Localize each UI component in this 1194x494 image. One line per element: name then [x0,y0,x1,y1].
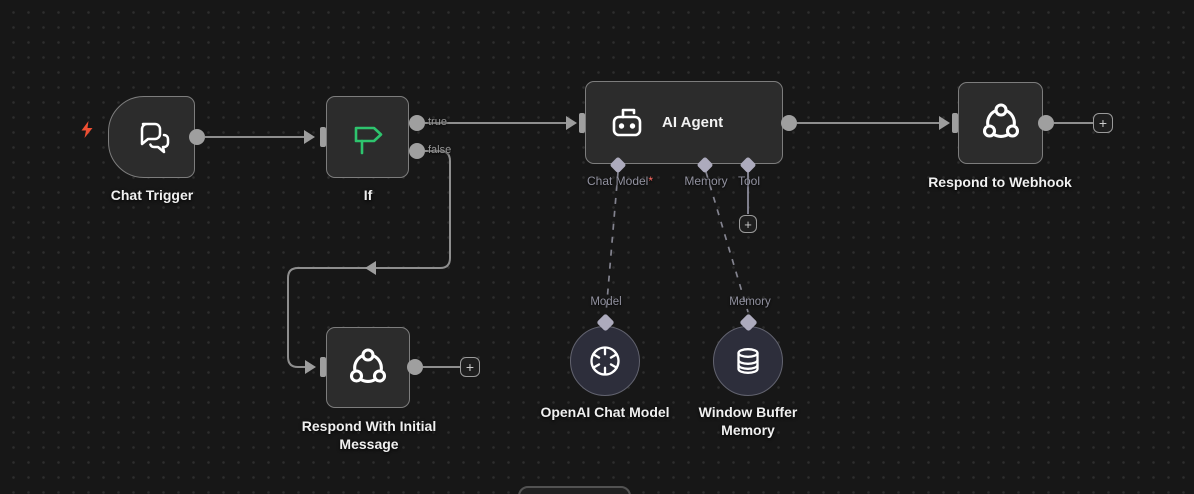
arrowhead-icon [304,130,315,144]
arrowhead-icon [566,116,577,130]
add-tool-button[interactable]: + [739,215,757,233]
chat-panel-button[interactable] [518,486,631,494]
output-port-if-true[interactable] [409,115,425,131]
node-openai-chat-model[interactable] [570,326,640,396]
node-window-buffer-memory[interactable] [713,326,783,396]
signpost-icon [354,126,382,155]
arrowhead-icon [365,261,376,275]
required-asterisk: * [648,174,654,188]
plus-icon: + [744,216,752,232]
node-label-openai-chat-model: OpenAI Chat Model [540,404,670,420]
node-label-window-buffer-line1: Window Buffer [698,404,798,420]
node-title-ai-agent: AI Agent [662,114,724,131]
node-label-chat-trigger: Chat Trigger [110,187,194,203]
input-port-if[interactable] [320,127,326,147]
input-port-respond-initial[interactable] [320,357,326,377]
add-node-button-respond-webhook[interactable]: + [1093,113,1113,133]
webhook-icon [982,103,1019,138]
arrowhead-icon [939,116,950,130]
node-label-respond-to-webhook: Respond to Webhook [928,174,1072,190]
add-node-button-respond-initial[interactable]: + [460,357,480,377]
node-label-respond-initial-line2: Message [339,436,399,452]
output-port-chat-trigger[interactable] [189,129,205,145]
output-port-respond-webhook[interactable] [1038,115,1054,131]
port-label-memory: Memory [684,174,728,188]
port-label-memory-subnode: Memory [729,296,771,308]
output-port-ai-agent[interactable] [781,115,797,131]
connection-memory-aiagent[interactable] [705,171,749,313]
node-chat-trigger[interactable] [108,96,195,178]
input-port-respond-webhook[interactable] [952,113,958,133]
port-label-model: Model [590,296,622,308]
node-respond-to-webhook[interactable] [958,82,1043,164]
node-label-if: If [363,187,373,203]
lightning-icon [81,121,93,138]
robot-icon [612,108,642,136]
plus-icon: + [1098,115,1108,131]
output-port-if-false[interactable] [409,143,425,159]
output-label-true: true [428,116,447,128]
output-port-respond-initial[interactable] [407,359,423,375]
node-ai-agent[interactable]: AI Agent [585,81,783,164]
output-label-false: false [428,144,452,156]
port-label-tool: Tool [737,174,761,188]
arrowhead-icon [305,360,316,374]
plus-icon: + [465,359,475,375]
connection-openai-aiagent[interactable] [605,171,619,314]
node-label-respond-initial-line1: Respond With Initial [301,418,437,434]
database-icon [737,348,759,374]
node-label-window-buffer-line2: Memory [721,422,775,438]
openai-icon [590,346,620,376]
input-port-ai-agent[interactable] [579,113,585,133]
node-if[interactable] [326,96,409,178]
port-label-chat-model: Chat Model* [587,174,653,188]
node-respond-with-initial-message[interactable] [326,327,410,408]
chat-bubbles-icon [140,122,169,154]
webhook-icon [349,347,387,383]
port-label-chat-model-text: Chat Model [586,174,649,188]
